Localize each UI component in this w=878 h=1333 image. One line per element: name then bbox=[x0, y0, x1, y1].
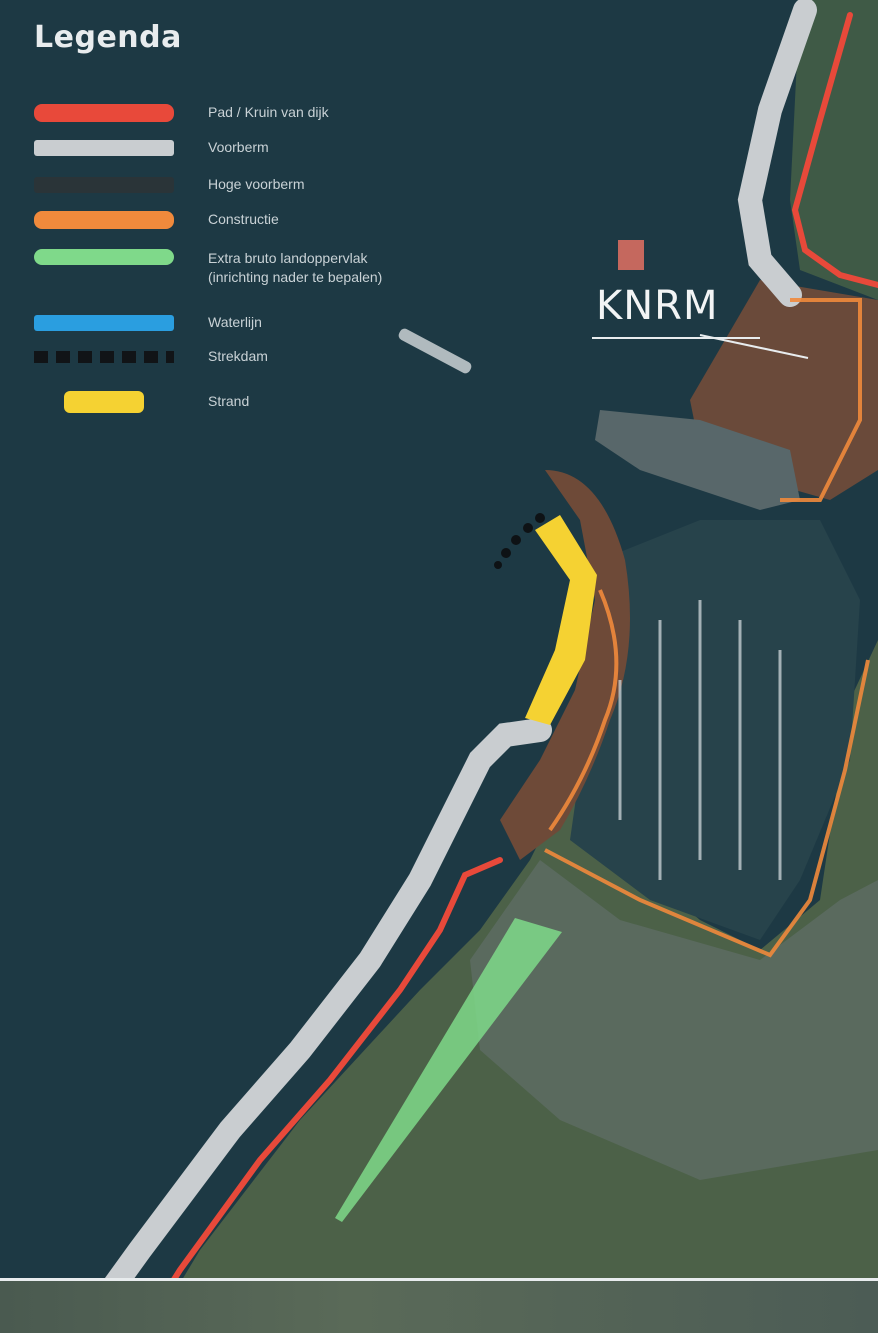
legend-label: Pad / Kruin van dijk bbox=[208, 104, 329, 120]
legend-swatch-orange-line bbox=[34, 211, 174, 229]
legend-label: Voorberm bbox=[208, 139, 269, 155]
voorberm-west bbox=[68, 718, 552, 1333]
legend-label-secondary: (inrichting nader te bepalen) bbox=[208, 269, 383, 285]
dike-path-west bbox=[137, 857, 503, 1333]
breakwater-north bbox=[595, 410, 800, 510]
legend-label: Strekdam bbox=[208, 348, 268, 364]
legend-item-hoge-voorberm: Hoge voorberm bbox=[30, 170, 510, 200]
boat bbox=[398, 328, 472, 374]
legend-item-extra-land: Extra bruto landoppervlak (inrichting na… bbox=[30, 242, 510, 286]
legend-swatch-grey-line bbox=[34, 140, 174, 156]
legend-label: Extra bruto landoppervlak bbox=[208, 250, 368, 266]
land-north-east bbox=[790, 0, 878, 300]
legend-label: Hoge voorberm bbox=[208, 176, 305, 192]
beach-strand bbox=[525, 515, 597, 725]
marina-pontoons bbox=[618, 600, 782, 880]
extra-land-area bbox=[335, 918, 562, 1222]
pier-strekdam bbox=[494, 513, 545, 569]
knrm-label: KNRM bbox=[596, 283, 719, 329]
knrm-underline bbox=[592, 337, 760, 339]
legend-swatch-yellow bbox=[64, 391, 144, 413]
legend-label: Waterlijn bbox=[208, 314, 262, 330]
legend-title: Legenda bbox=[34, 20, 182, 55]
legend-item-constructie: Constructie bbox=[30, 205, 510, 235]
legend-item-waterlijn: Waterlijn bbox=[30, 308, 510, 338]
bottom-strip bbox=[0, 1278, 878, 1333]
legend-label: Constructie bbox=[208, 211, 279, 227]
harbor-wall-west bbox=[500, 470, 630, 860]
legend-swatch-dashed-line bbox=[34, 351, 174, 363]
dike-path-north bbox=[791, 12, 878, 288]
voorberm-north bbox=[737, 0, 817, 307]
legend-swatch-red-line bbox=[34, 104, 174, 122]
legend-swatch-blue-line bbox=[34, 315, 174, 331]
legend-item-pad-kruin: Pad / Kruin van dijk bbox=[30, 98, 510, 128]
town-area bbox=[470, 860, 878, 1180]
legend-item-strekdam: Strekdam bbox=[30, 342, 510, 372]
construction-north-edge bbox=[780, 298, 862, 502]
construction-harbor-edge bbox=[544, 659, 870, 958]
legend-label: Strand bbox=[208, 393, 250, 409]
legend-swatch-dark-line bbox=[34, 177, 174, 193]
harbor-basin bbox=[570, 520, 860, 940]
legend-item-strand: Strand bbox=[30, 387, 510, 417]
construction-west-wall bbox=[548, 589, 619, 832]
legend-item-voorberm: Voorberm bbox=[30, 133, 510, 163]
legend-swatch-green-line bbox=[34, 249, 174, 265]
knrm-building bbox=[618, 240, 644, 270]
